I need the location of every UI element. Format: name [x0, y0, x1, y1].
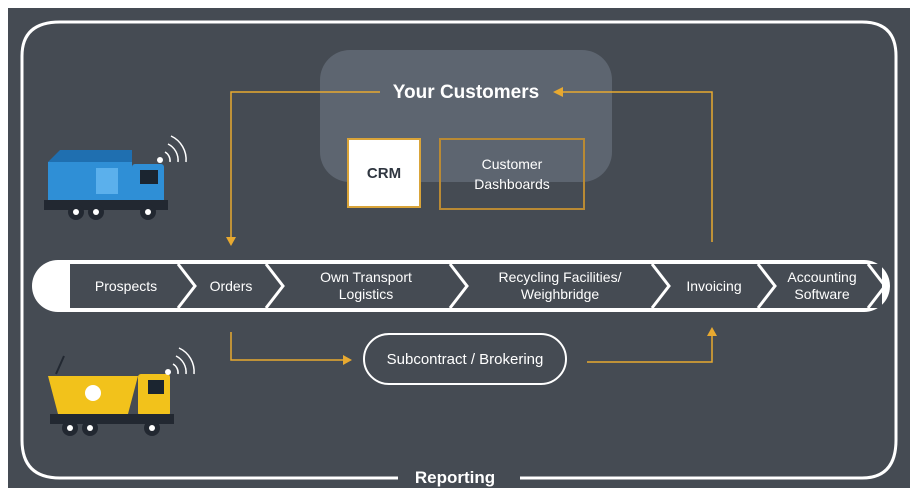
yellow-skip-truck-icon: [48, 347, 195, 436]
step-own-transport-line1: Own Transport: [320, 269, 412, 285]
step-invoicing: Invoicing: [670, 266, 758, 306]
step-orders-label: Orders: [209, 277, 253, 294]
arrow-invoicing-to-customers: [560, 91, 713, 242]
reporting-label: Reporting: [414, 468, 496, 487]
step-orders: Orders: [196, 266, 266, 306]
arrowhead-orders: [226, 237, 236, 246]
arrowhead-customers: [553, 87, 563, 97]
separator-2: [264, 263, 285, 309]
subcontract-box: Subcontract / Brokering: [363, 333, 567, 385]
reporting-gap: [400, 468, 518, 488]
dashboards-line1: Customer: [481, 156, 543, 172]
arrow-subcontract-to-invoicing: [587, 334, 713, 363]
step-prospects: Prospects: [78, 266, 174, 306]
separator-5: [756, 263, 777, 309]
step-invoicing-label: Invoicing: [686, 277, 742, 294]
step-accounting-line1: Accounting: [787, 269, 857, 285]
arrowhead-invoicing: [707, 327, 717, 336]
customers-title: Your Customers: [392, 82, 540, 103]
pipeline-separators: [176, 263, 887, 309]
step-own-transport-line2: Logistics: [338, 286, 394, 302]
step-recycling-line2: Weighbridge: [520, 286, 600, 302]
pipeline-inner: [70, 264, 882, 308]
arrow-orders-to-subcontract: [230, 332, 345, 361]
blue-garbage-truck-icon: [44, 135, 187, 220]
step-recycling-line1: Recycling Facilities/: [498, 269, 622, 285]
arrow-customers-to-orders: [230, 91, 380, 240]
step-prospects-label: Prospects: [94, 277, 158, 294]
step-recycling: Recycling Facilities/Weighbridge: [470, 266, 650, 306]
crm-box: CRM: [347, 138, 421, 208]
separator-3: [448, 263, 469, 309]
dashboards-line2: Dashboards: [474, 176, 550, 192]
separator-1: [176, 263, 197, 309]
step-accounting-line2: Software: [794, 286, 850, 302]
outer-outline: [20, 20, 898, 480]
separator-4: [650, 263, 671, 309]
arrowhead-subcontract: [343, 355, 352, 365]
separator-end: [866, 263, 887, 309]
